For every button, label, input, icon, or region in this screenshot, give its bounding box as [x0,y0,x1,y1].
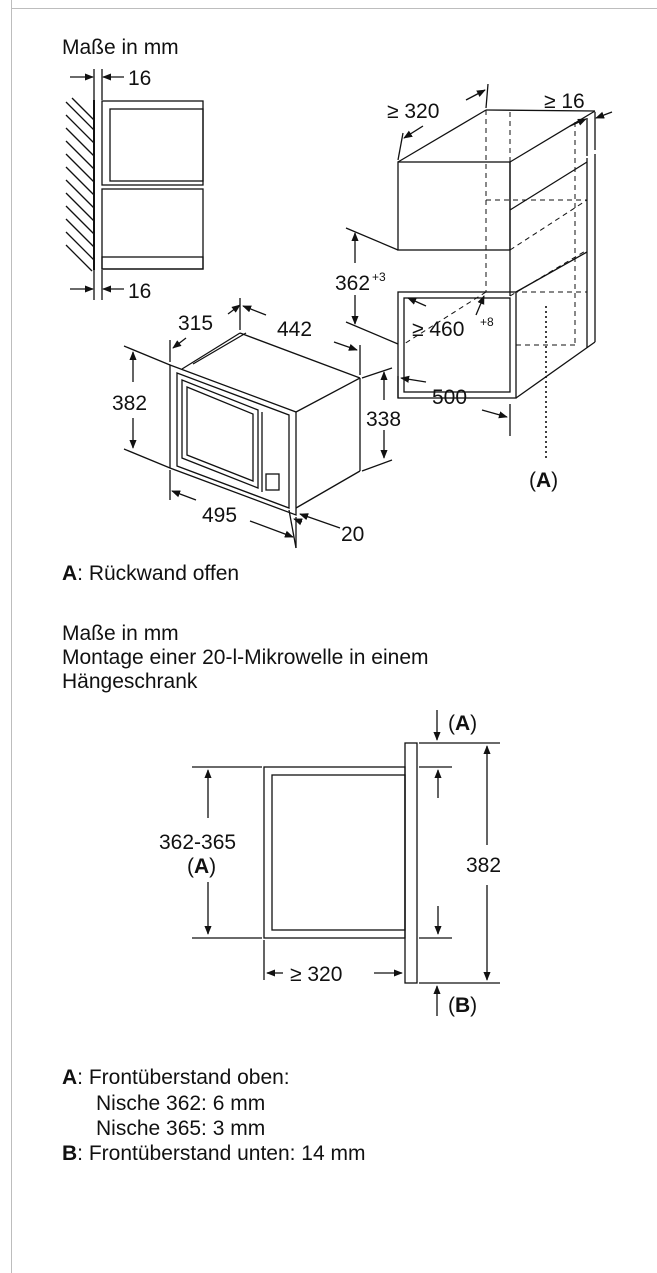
microwave-iso-drawing [123,298,393,549]
page-border-left [11,0,12,1273]
legend2-key-a: A [62,1066,78,1089]
legend-text-a: : Rückwand offen [77,562,240,585]
legend2-text-a1: : Frontüberstand oben: [77,1066,290,1089]
label-wall-gap-bottom: 16 [128,280,151,303]
section1-title: Maße in mm [62,36,179,59]
label-niche-ref: (A) [187,855,216,878]
section-view-drawing [192,710,500,1016]
section1-legend: A: Rückwand offen [62,562,239,586]
label-niche-height: 362 [335,272,370,295]
label-niche-depth: 500 [432,386,467,409]
cabinet-iso-drawing [345,83,613,458]
section2-legend-a2: Nische 362: 6 mm [96,1092,266,1115]
section2-legend-a3: Nische 365: 3 mm [96,1117,266,1140]
page-border-top [11,8,657,9]
label-mw-height-body: 338 [366,408,401,431]
label-niche-height-tol: +3 [372,270,386,284]
legend2-text-b: : Frontüberstand unten: 14 mm [77,1142,366,1165]
wall-section-drawing [65,69,204,300]
label-mw-width: 442 [277,318,312,341]
label-niche-width-tol: +8 [480,315,494,329]
label-bottom-ref: (B) [448,994,477,1017]
label-mw-depth: 315 [178,312,213,335]
label-cab-side: ≥ 16 [544,90,585,113]
legend-key-a: A [62,562,78,585]
label-open-back-marker: (A) [529,469,558,492]
legend2-key-b: B [62,1142,78,1165]
section2-title: Maße in mm [62,622,179,645]
label-niche-range: 362-365 [159,831,236,854]
label-front-height: 382 [466,854,501,877]
label-section-depth: ≥ 320 [290,963,342,986]
label-mw-front-thickness: 20 [341,523,364,546]
wall-hatching [65,97,95,272]
section2-subtitle-line1: Montage einer 20-l-Mikrowelle in einem [62,646,429,669]
label-niche-width: ≥ 460 [412,318,464,341]
label-cab-depth: ≥ 320 [387,100,439,123]
label-wall-gap-top: 16 [128,67,151,90]
section2-subtitle-line2: Hängeschrank [62,670,198,693]
label-top-ref: (A) [448,712,477,735]
label-mw-height-front: 382 [112,392,147,415]
label-mw-front-width: 495 [202,504,237,527]
section2-legend-a: A: Frontüberstand oben: [62,1066,290,1090]
section2-legend-b: B: Frontüberstand unten: 14 mm [62,1142,366,1166]
